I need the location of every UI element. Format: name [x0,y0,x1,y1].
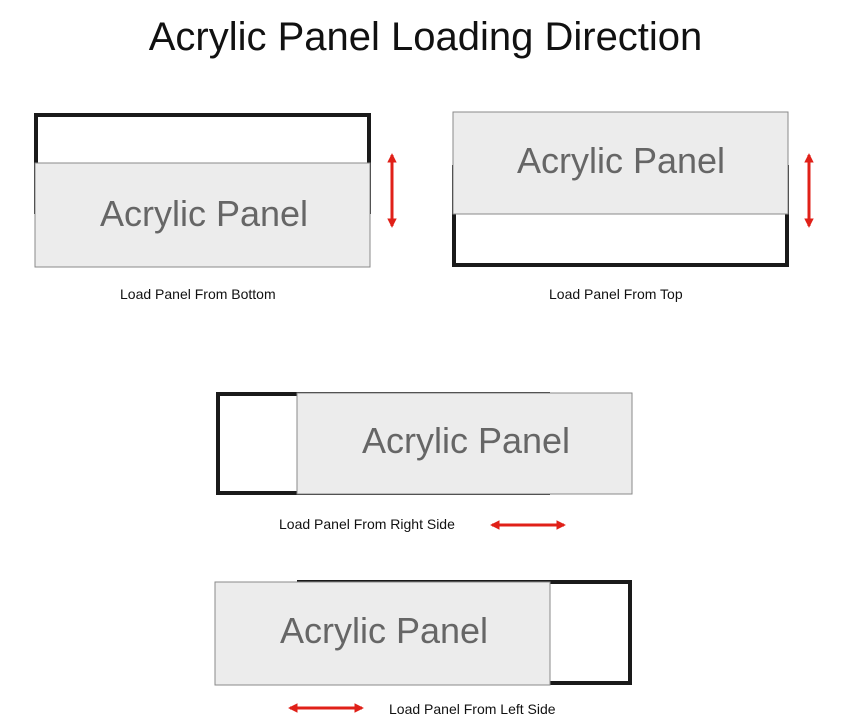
acrylic-panel [452,111,789,215]
caption-load-from-bottom: Load Panel From Bottom [120,286,276,302]
acrylic-panel-label: Acrylic Panel [517,140,725,181]
page-title: Acrylic Panel Loading Direction [148,15,703,59]
diagram-load-from-right: Acrylic Panel [216,392,633,530]
acrylic-panel-label: Acrylic Panel [362,420,570,461]
diagram-load-from-left: Acrylic Panel [214,580,632,713]
acrylic-panel [296,392,633,495]
frame-channel [452,165,789,267]
caption-load-from-left: Load Panel From Left Side [389,701,556,717]
acrylic-panel-label: Acrylic Panel [280,610,488,651]
acrylic-panel [34,162,371,268]
acrylic-panel-label: Acrylic Panel [100,193,308,234]
diagram-load-from-top: Acrylic Panel [452,111,814,267]
caption-load-from-top: Load Panel From Top [549,286,683,302]
acrylic-panel [214,581,551,686]
caption-load-from-right: Load Panel From Right Side [279,516,455,532]
diagram-load-from-bottom: Acrylic Panel [34,113,397,268]
